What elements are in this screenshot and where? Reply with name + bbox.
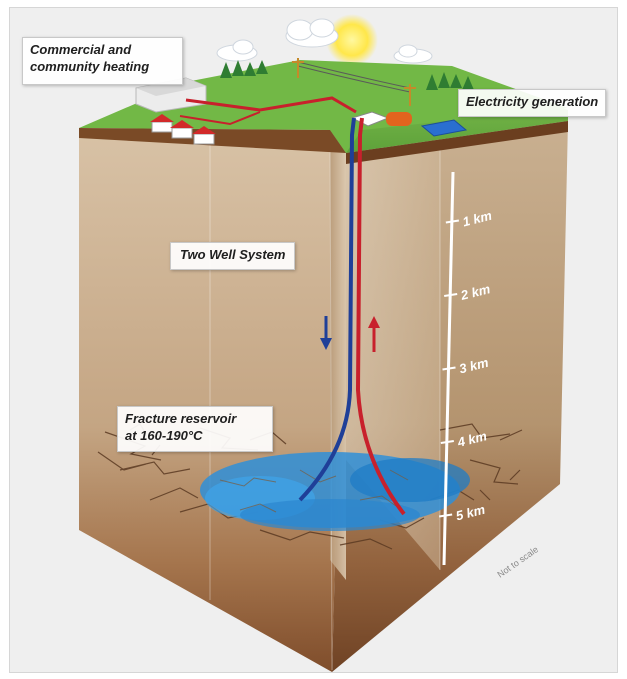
factory-icon bbox=[135, 77, 207, 113]
cloud-icon bbox=[393, 44, 433, 64]
house-icon bbox=[150, 114, 216, 145]
depth-tick-label: 3 km bbox=[458, 355, 491, 377]
arrow-up-icon bbox=[368, 316, 380, 352]
depth-tick-label: 5 km bbox=[454, 502, 487, 524]
cloud-icon bbox=[285, 18, 339, 48]
callout-two-well-text: Two Well System bbox=[180, 247, 286, 262]
depth-tick bbox=[445, 219, 460, 224]
callout-reservoir-line2: at 160-190°C bbox=[125, 428, 203, 443]
depth-tick bbox=[440, 440, 454, 444]
tree-icon bbox=[220, 60, 474, 90]
arrow-down-icon bbox=[320, 316, 332, 350]
reservoir-fractures-overlay bbox=[219, 469, 409, 513]
soil-edge-right bbox=[346, 121, 568, 164]
production-well-pipe bbox=[355, 117, 406, 516]
depth-scale: 1 km 2 km 3 km 4 km 5 km bbox=[438, 171, 494, 566]
depth-tick bbox=[438, 513, 453, 518]
callout-electricity-generation: Electricity generation bbox=[458, 89, 607, 117]
power-line bbox=[297, 61, 411, 93]
ground-left-face bbox=[79, 128, 346, 672]
pylon-icon bbox=[292, 58, 416, 106]
depth-tick-label: 1 km bbox=[461, 208, 494, 230]
injection-well-pipe bbox=[298, 117, 356, 502]
heat-distribution-pipe-houses bbox=[179, 111, 261, 126]
heat-distribution-pipe bbox=[185, 96, 357, 114]
callout-heating-line2: community heating bbox=[30, 59, 150, 74]
depth-tick-label: 4 km bbox=[455, 428, 489, 450]
callout-commercial-heating: Commercial and community heating bbox=[22, 37, 183, 85]
callout-reservoir-line1: Fracture reservoir bbox=[125, 411, 237, 426]
depth-tick bbox=[444, 293, 458, 297]
depth-tick bbox=[442, 366, 456, 371]
sun-icon bbox=[326, 14, 378, 66]
reservoir-water bbox=[200, 452, 470, 531]
not-to-scale-note: Not to scale bbox=[495, 544, 540, 579]
callout-electricity-text: Electricity generation bbox=[466, 94, 599, 109]
callout-fracture-reservoir: Fracture reservoir at 160-190°C bbox=[117, 406, 273, 452]
depth-tick-label: 2 km bbox=[458, 281, 492, 303]
cloud-icon bbox=[216, 39, 258, 62]
callout-heating-line1: Commercial and bbox=[30, 42, 132, 57]
solar-panel-icon bbox=[420, 119, 468, 137]
callout-two-well-system: Two Well System bbox=[170, 242, 296, 270]
